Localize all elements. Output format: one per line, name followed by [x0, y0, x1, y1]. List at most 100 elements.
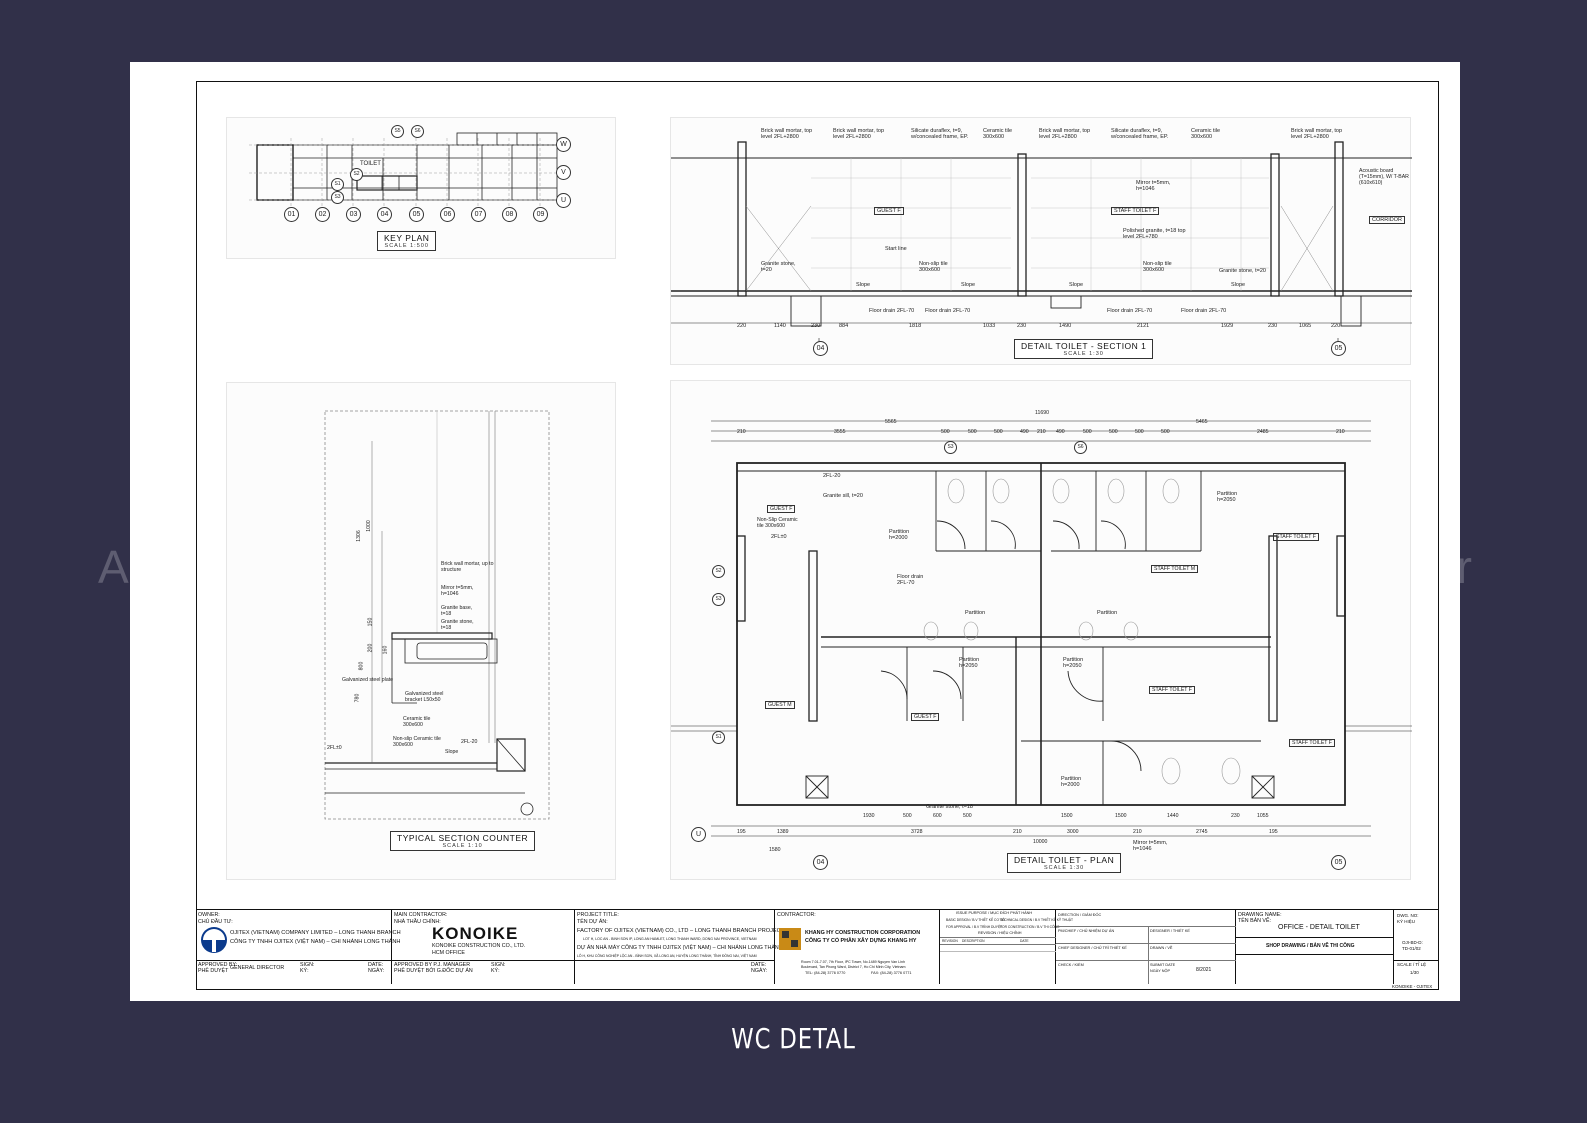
- plan-nonslip: Non-Slip Ceramic tile 300x600: [757, 517, 798, 529]
- plan-bdim-15: 1440: [1167, 813, 1179, 819]
- tb-rev-col-1: REVISION: [942, 939, 958, 943]
- plan-bdim-1: 195: [737, 829, 746, 835]
- plan-title: DETAIL TOILET - PLAN: [1014, 855, 1115, 865]
- s1-granite-polish: Polished granite, t=18 top level 2FL+780: [1123, 228, 1186, 240]
- s1-dim-6: 1033: [983, 323, 996, 329]
- tb-chief-designer: CHIEF DESIGNER / CHỦ TRÌ THIẾT KẾ: [1058, 946, 1127, 950]
- tb-footer: KONOIKE - OJITEX: [1392, 984, 1433, 989]
- s1-label-corridor: CORRIDOR: [1369, 216, 1405, 224]
- tb-contractor-en: KHANG HY CONSTRUCTION CORPORATION: [805, 930, 921, 936]
- s1-note-7: Ceramic tile 300x600: [1191, 128, 1221, 140]
- tb-dwg-no: DWG. NO: KÝ HIỆU OJI-BD-D: TD-01/02 SCAL…: [1394, 910, 1439, 984]
- counter-dim-780: 780: [354, 693, 361, 703]
- s1-dim-5: 1818: [909, 323, 922, 329]
- plan-bdim-18: 10000: [1033, 839, 1048, 845]
- plan-label-staff-f-2: STAFF TOILET F: [1149, 686, 1195, 694]
- s1-dim-2: 1140: [774, 323, 786, 329]
- plan-marker-s3-top: S3: [944, 441, 957, 454]
- plan-marker-s2: S2: [712, 565, 725, 578]
- tb-mc-label: MAIN CONTRACTOR:: [394, 912, 448, 918]
- plan-dim-i: 500: [1083, 429, 1092, 435]
- s1-dim-10: 1929: [1221, 323, 1234, 329]
- counter-dim-150: 150: [367, 617, 374, 627]
- key-plan-scale: SCALE 1:500: [384, 243, 429, 249]
- counter-note-granite-base: Granite base, t=18: [441, 605, 473, 617]
- tb-issue-item-1: BASIC DESIGN / B.V THIẾT KẾ CƠ SỞ: [946, 918, 1006, 922]
- plan-grid-04: 04: [813, 855, 828, 870]
- tb-revision: REVISION / HIỆU CHỈNH: [978, 931, 1022, 935]
- tb-pm: PM/CHIEF / CHỦ NHIỆM DỰ ÁN: [1058, 929, 1115, 933]
- plan-label-staff-f-1: STAFF TOILET F: [1273, 533, 1319, 541]
- section-marker-s5: S5: [391, 125, 404, 138]
- s1-dim-13: 220: [1331, 323, 1341, 329]
- plan-dim-a: 210: [737, 429, 746, 435]
- tb-drawing-name-label: DRAWING NAME:: [1238, 912, 1282, 918]
- tb-issue-purpose: ISSUE PURPOSE / MỤC ĐÍCH PHÁT HÀNH: [956, 911, 1033, 915]
- plan-grid-05: 05: [1331, 855, 1346, 870]
- key-plan-panel: TOILET 01 02 03 04 05 06 07 08 09 W V U …: [226, 117, 616, 259]
- plan-dim-d: 500: [968, 429, 977, 435]
- page-caption: WC DETAL: [731, 1022, 856, 1055]
- tb-submit-value: 8/2021: [1196, 967, 1212, 973]
- tb-drawing-name: OFFICE - DETAIL TOILET: [1278, 924, 1360, 931]
- s1-note-1: Brick wall mortar, top level 2FL+2800: [761, 128, 813, 140]
- counter-panel: Brick wall mortar, up to structure Mirro…: [226, 382, 616, 880]
- plan-dim-right: 5465: [1196, 419, 1208, 425]
- s1-nonslip-1: Non-slip tile 300x600: [919, 261, 948, 273]
- grid-bubble-02: 02: [315, 207, 330, 222]
- plan-dim-f: 490: [1020, 429, 1029, 435]
- tb-contractor: CONTRACTOR: KHANG HY CONSTRUCTION CORPOR…: [775, 910, 940, 984]
- plan-title-box: DETAIL TOILET - PLAN SCALE 1:30: [1007, 853, 1122, 873]
- plan-label-staff-f-3: STAFF TOILET F: [1289, 739, 1335, 747]
- plan-partition-4: Partition h=2050: [1063, 657, 1084, 669]
- tb-dwg-code1: OJI-BD-D:: [1402, 940, 1423, 945]
- s1-note-5: Brick wall mortar, top level 2FL+2800: [1039, 128, 1091, 140]
- tb-submit-date: SUBMIT DATE: [1150, 963, 1176, 967]
- tb-mc-vn: NHÀ THẦU CHÍNH:: [394, 919, 441, 925]
- counter-note-steel-plate: Galvanized steel plate: [342, 677, 394, 683]
- s1-start-line: Start line: [885, 246, 907, 252]
- section-marker-s3: S3: [331, 191, 344, 204]
- plan-partition-1: Partition h=2000: [889, 529, 910, 541]
- plan-granite-sill: Granite sill, t=20: [823, 493, 863, 499]
- section-marker-s1: S1: [331, 178, 344, 191]
- grid-bubble-08: 08: [502, 207, 517, 222]
- plan-floor-drain: Floor drain 2FL-70: [897, 574, 924, 586]
- plan-dim-e: 500: [994, 429, 1003, 435]
- counter-note-brick: Brick wall mortar, up to structure: [441, 561, 494, 573]
- grid-bubble-06: 06: [440, 207, 455, 222]
- plan-granite-stone: Granite stone, t=18: [926, 804, 973, 810]
- tb-project-en: FACTORY OF OJITEX (VIETNAM) CO., LTD – L…: [577, 928, 785, 934]
- counter-note-slope: Slope: [445, 749, 459, 755]
- tb-general-director: GENERAL DIRECTOR: [230, 965, 285, 971]
- counter-scale: SCALE 1:10: [442, 843, 483, 849]
- grid-bubble-u: U: [556, 193, 571, 208]
- s1-mirror: Mirror t=5mm, h=1046: [1136, 180, 1171, 192]
- plan-2fl-20: 2FL-20: [823, 473, 841, 479]
- s1-slope-3: Slope: [1069, 282, 1084, 288]
- grid-bubble-05: 05: [409, 207, 424, 222]
- key-plan-title-box: KEY PLAN SCALE 1:500: [377, 231, 437, 251]
- plan-dim-left: 5565: [885, 419, 897, 425]
- tb-approved: APPROVED BY:: [198, 962, 238, 968]
- s1-note-6: Silicate duraflex, t=9, w/concealed fram…: [1111, 128, 1169, 140]
- tb-sign-vn-2: KÝ:: [491, 968, 500, 974]
- plan-dim-j: 500: [1109, 429, 1118, 435]
- counter-note-2fl-20: 2FL-20: [461, 739, 478, 745]
- plan-bdim-5: 3000: [1067, 829, 1079, 835]
- counter-title-box: TYPICAL SECTION COUNTER SCALE 1:10: [390, 831, 536, 851]
- tb-contractor-addr2: Boulevard, Tan Phong Ward, District 7, H…: [801, 965, 906, 969]
- plan-label-staff-m: STAFF TOILET M: [1151, 565, 1199, 573]
- plan-marker-s1: S1: [712, 731, 725, 744]
- plan-bdim-8: 195: [1269, 829, 1278, 835]
- tb-submit-vn: NGÀY NỘP: [1150, 969, 1170, 973]
- plan-bdim-14: 1500: [1115, 813, 1127, 819]
- plan-bdim-19: 1580: [769, 847, 781, 853]
- counter-title: TYPICAL SECTION COUNTER: [397, 833, 529, 843]
- section1-panel: Brick wall mortar, top level 2FL+2800 Br…: [670, 117, 1412, 365]
- counter-dim-800: 800: [358, 661, 365, 671]
- tb-issue-item-3: FOR APPROVAL / B.V TRÌNH DUYỆT: [946, 925, 1003, 929]
- tb-dwg-code2: TD-01/02: [1402, 946, 1421, 951]
- plan-label-guest-f-2: GUEST F: [911, 713, 940, 721]
- tb-sign-vn-1: KÝ:: [300, 968, 309, 974]
